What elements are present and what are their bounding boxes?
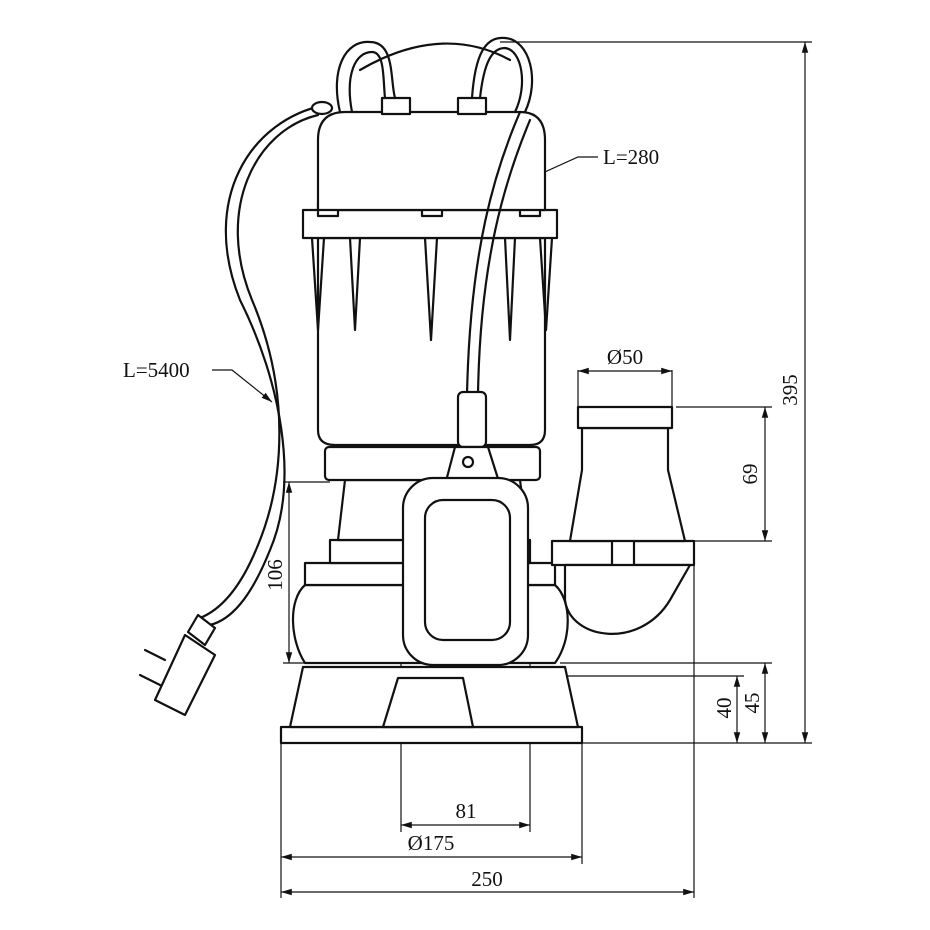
label-cable-float: L=280 [603, 145, 659, 169]
power-cable [138, 100, 334, 717]
outlet-collar [576, 405, 674, 430]
handle-left [335, 40, 397, 114]
handle-right [470, 36, 534, 114]
outlet-elbow [563, 563, 692, 635]
label-volute-height: 106 [263, 559, 287, 591]
label-inlet-width: 81 [456, 799, 477, 823]
label-total-height: 395 [778, 374, 802, 406]
housing-ribs [310, 236, 554, 342]
plug-body [153, 633, 217, 717]
cable-entry [310, 100, 334, 116]
float-pivot [461, 455, 475, 469]
power-cable-inner [198, 113, 320, 620]
motor-bottom [323, 445, 542, 482]
label-foot-40: 40 [712, 698, 736, 719]
outlet-pipe [568, 426, 687, 543]
label-base-diameter: Ø175 [408, 831, 455, 855]
top-cap [316, 110, 547, 212]
float-switch [401, 110, 532, 667]
inlet-foot [381, 676, 475, 729]
dimension-labels: L=280 L=5400 Ø50 395 69 106 40 45 81 Ø17… [123, 145, 802, 891]
outlet [550, 405, 696, 635]
label-cable-power: L=5400 [123, 358, 190, 382]
cable-gland-right [456, 96, 488, 116]
handle-right-inner [478, 46, 524, 114]
label-outlet-height: 69 [738, 464, 762, 485]
cable-gland-left [380, 96, 412, 116]
label-foot-45: 45 [740, 693, 764, 714]
label-outlet-diameter: Ø50 [607, 345, 643, 369]
motor-housing [316, 236, 547, 447]
power-cable-outer [208, 103, 327, 627]
handle-left-inner [348, 50, 387, 114]
float-inner [423, 498, 512, 642]
base-plate [279, 725, 584, 745]
plug-pins [138, 648, 167, 687]
dimension-lines [212, 41, 809, 896]
float-cable-outer [476, 118, 532, 397]
label-total-width: 250 [471, 867, 503, 891]
float-strain-relief [456, 390, 488, 449]
top-cable [358, 42, 512, 72]
float-cable [465, 110, 522, 397]
plug-strain-relief [186, 613, 217, 647]
